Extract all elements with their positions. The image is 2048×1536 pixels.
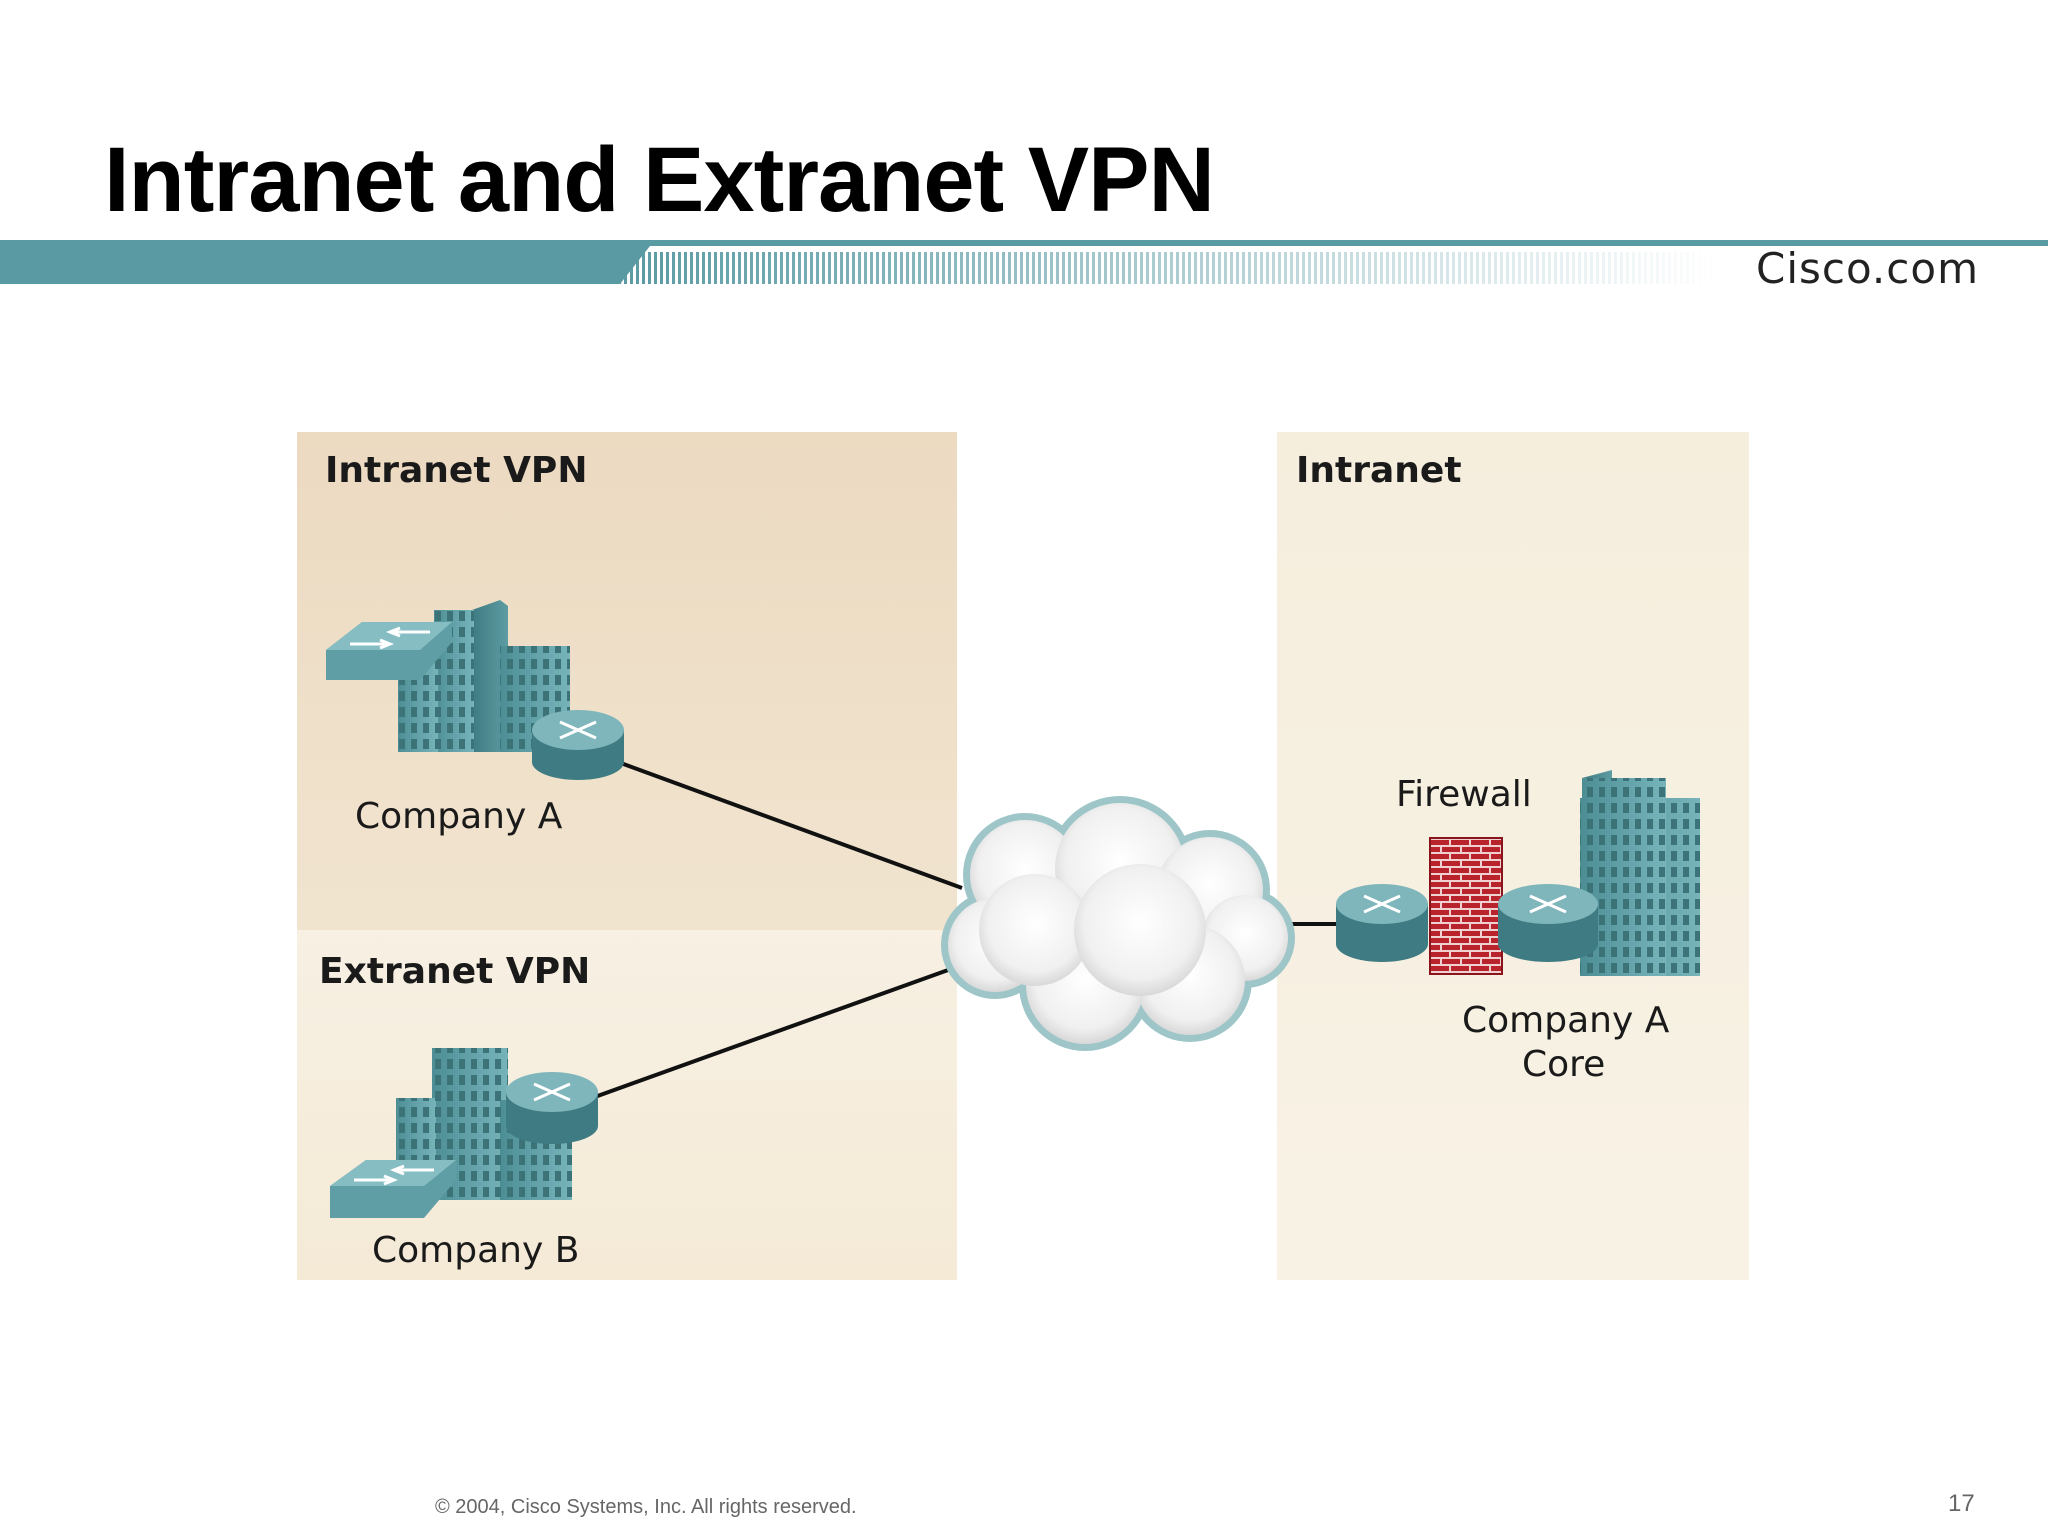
- company-a-label: Company A: [355, 796, 563, 837]
- title-banner: [0, 240, 2048, 284]
- edge-router-icon: [1336, 884, 1428, 962]
- intranet-vpn-panel: [297, 432, 957, 930]
- firewall-label: Firewall: [1396, 774, 1532, 815]
- cisco-logo: Cisco.com: [1756, 244, 1979, 293]
- company-a-core-label-line2: Core: [1522, 1044, 1606, 1085]
- company-a-building-icon: [398, 600, 570, 752]
- company-a-switch-icon: [326, 622, 452, 680]
- link-company-b: [591, 963, 963, 1100]
- company-b-switch-icon: [330, 1160, 456, 1218]
- intranet-title: Intranet: [1296, 450, 1462, 491]
- copyright-footer: © 2004, Cisco Systems, Inc. All rights r…: [435, 1496, 857, 1518]
- company-b-label: Company B: [372, 1230, 580, 1271]
- company-b-router-icon: [506, 1072, 598, 1144]
- core-router-icon: [1498, 884, 1598, 962]
- internet-cloud: [941, 796, 1295, 1051]
- company-a-core-building-icon: [1580, 770, 1700, 976]
- page-number: 17: [1948, 1490, 1975, 1517]
- company-a-core-label-line1: Company A: [1462, 1000, 1670, 1041]
- slide-title: Intranet and Extranet VPN: [104, 129, 1215, 231]
- extranet-vpn-title: Extranet VPN: [319, 951, 591, 992]
- firewall-icon: [1429, 837, 1503, 975]
- company-a-router-icon: [532, 710, 624, 780]
- intranet-vpn-title: Intranet VPN: [325, 450, 588, 491]
- link-company-a: [617, 760, 963, 890]
